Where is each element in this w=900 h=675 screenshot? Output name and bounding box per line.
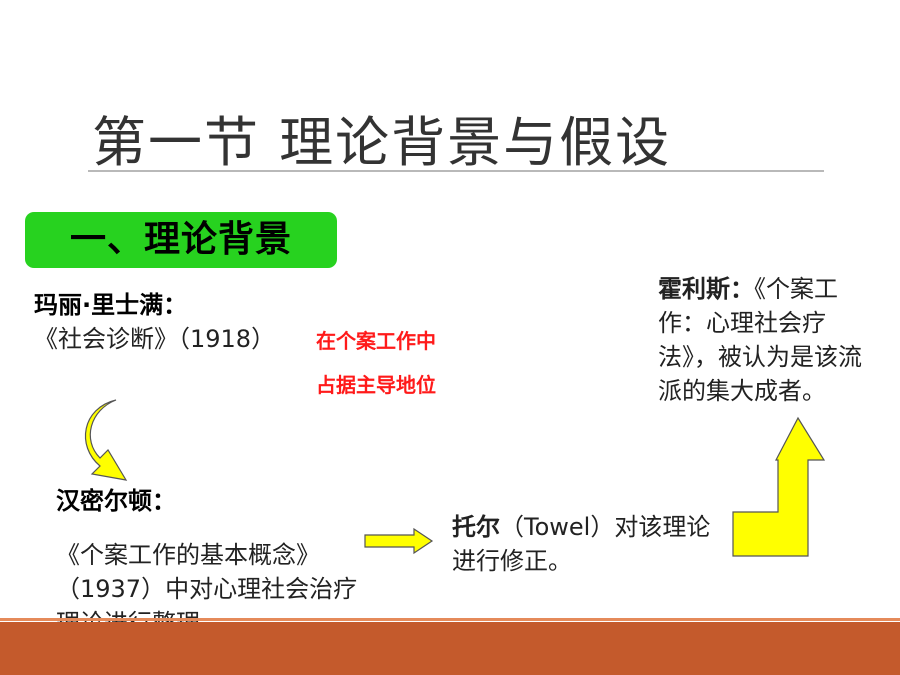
section-heading: 一、理论背景 (25, 212, 337, 268)
slide-title: 第一节 理论背景与假设 (92, 111, 672, 174)
hamilton-name: 汉密尔顿： (56, 487, 176, 515)
title-underline (88, 170, 824, 172)
towel-text: （Towel）对该理论进行修正。 (452, 513, 711, 575)
footer-accent-line (0, 618, 900, 621)
richmond-name: 玛丽·里士满： (34, 291, 188, 319)
right-arrow-icon (364, 527, 434, 555)
bent-up-arrow-icon (732, 416, 826, 557)
hollis-name: 霍利斯： (658, 275, 754, 303)
richmond-work: 《社会诊断》（1918） (34, 325, 276, 353)
towel-block: 托尔（Towel）对该理论进行修正。 (452, 510, 722, 578)
highlight-line-1: 在个案工作中 (316, 329, 436, 353)
hollis-block: 霍利斯：《个案工作：心理社会疗法》，被认为是该流派的集大成者。 (658, 272, 872, 408)
curved-arrow-icon (85, 399, 128, 481)
footer-bar (0, 622, 900, 675)
hollis-text: 《个案工作：心理社会疗法》，被认为是该流派的集大成者。 (658, 275, 862, 405)
highlight-line-2: 占据主导地位 (316, 373, 436, 397)
towel-name: 托尔 (452, 513, 500, 541)
